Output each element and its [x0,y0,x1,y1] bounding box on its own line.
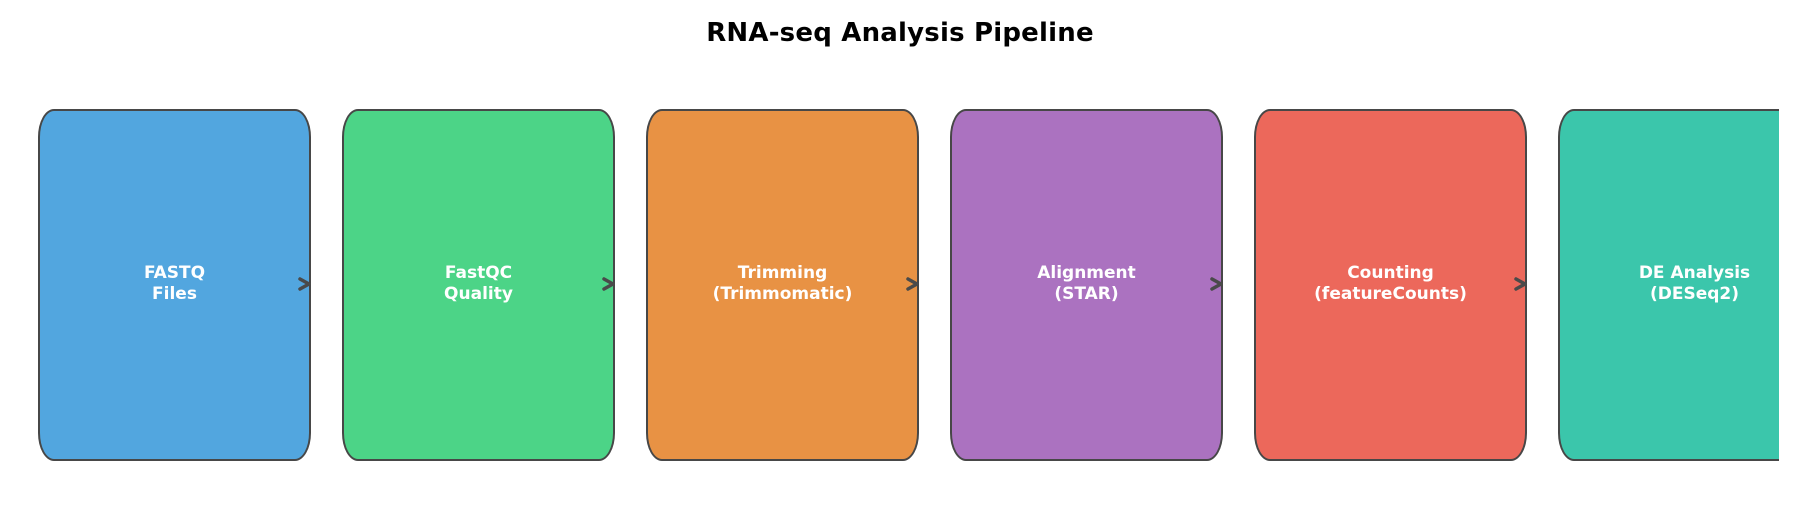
stage-de-analysis: DE Analysis (DESeq2) [1558,109,1779,461]
stage-trimming: Trimming (Trimmomatic) [646,109,919,461]
stage-label: Trimming (Trimmomatic) [712,263,853,304]
stage-label: FastQC Quality [444,263,513,304]
stage-fastq-files: FASTQ Files [38,109,311,461]
arrowhead-right-icon [602,277,615,291]
stage-label: Alignment (STAR) [1037,263,1136,304]
stage-counting: Counting (featureCounts) [1254,109,1527,461]
stage-label: Counting (featureCounts) [1314,263,1467,304]
stage-fastqc-quality: FastQC Quality [342,109,615,461]
arrowhead-right-icon [1210,277,1223,291]
arrowhead-right-icon [906,277,919,291]
arrowhead-right-icon [1514,277,1527,291]
stage-label: FASTQ Files [143,263,206,304]
arrowhead-right-icon [298,277,311,291]
stage-label: DE Analysis (DESeq2) [1638,263,1751,304]
stage-alignment: Alignment (STAR) [950,109,1223,461]
diagram-title: RNA-seq Analysis Pipeline [706,18,1094,48]
